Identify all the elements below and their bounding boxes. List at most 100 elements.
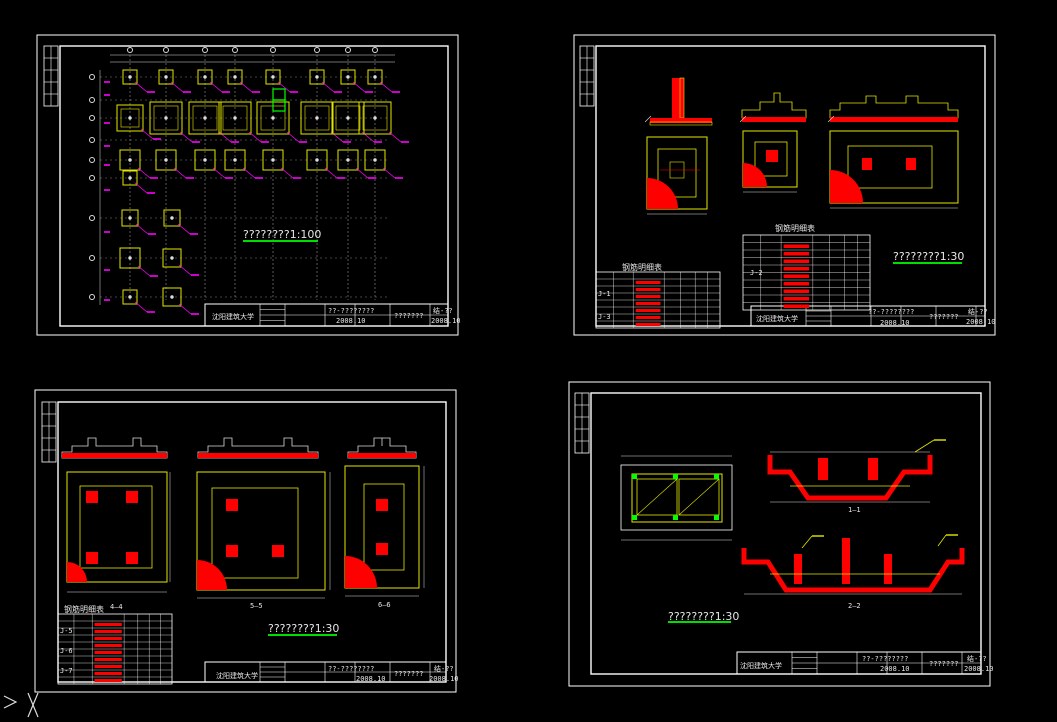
sheet-1-titleblock-field: ???????: [394, 312, 424, 320]
sheet-3-plan-outer: [66, 471, 168, 583]
sheet-4-marker: [673, 515, 678, 520]
sheet-2-rebar-bar: [830, 117, 958, 122]
sheet-3-titleblock-date: 2008.10: [356, 675, 386, 683]
sheet-1-footing: [265, 69, 281, 85]
sheet-1-footing: [119, 149, 141, 171]
sheet-1-leader: [388, 131, 402, 143]
sheet-2-rebar-table-bar-cell: [783, 304, 810, 308]
sheet-1-selected-footing: [272, 88, 286, 101]
sheet-4-scale-label: ????????1:30: [668, 610, 740, 623]
sheet-1-leader: [178, 264, 192, 276]
sheet-4-leader: [801, 535, 813, 549]
sheet-3-section-label: 5—5: [250, 602, 263, 610]
sheet-3-rebar-table-bar: [94, 623, 122, 626]
sheet-3-column-red: [376, 499, 388, 511]
sheet-4-titleblock-sheet-no: 结-??: [967, 655, 987, 663]
sheet-2-titleblock-field: ???????: [929, 313, 959, 321]
sheet-3-column-red: [86, 491, 98, 503]
sheet-3-rebar-table-bar: [94, 630, 122, 633]
sheet-2-table-title-2: 钢筋明细表: [775, 224, 815, 233]
sheet-2-outer-frame: [573, 34, 996, 336]
sheet-3-titleblock-org: 沈阳建筑大学: [216, 672, 258, 680]
sheet-1-column-point: [128, 176, 132, 180]
sheet-1-footing: [121, 209, 139, 227]
sheet-4-outer-frame: [568, 381, 991, 687]
sheet-2-rebar-table-bar-cell: [783, 274, 810, 278]
sheet-4-pit-diag: [678, 478, 720, 516]
sheet-4-inner-frame: [590, 392, 982, 675]
sheet-1-footing: [337, 149, 359, 171]
sheet-1-leader: [177, 223, 191, 235]
sheet-2-rebar-table-bar-cell: [635, 281, 661, 284]
sheet-1-column-point: [164, 158, 168, 162]
sheet-1-column-point: [128, 158, 132, 162]
sheet-1-column-point: [346, 158, 350, 162]
sheet-4-pit-diag: [636, 478, 678, 516]
sheet-1-footing: [224, 149, 246, 171]
sheet-1-axis-bubble: [89, 115, 95, 121]
sheet-1-footing: [306, 149, 328, 171]
sheet-1-leader: [355, 167, 369, 179]
sheet-1-leader: [277, 81, 291, 93]
sheet-1-titleblock-date: 2008.10: [336, 317, 366, 325]
sheet-1-footing: [122, 69, 138, 85]
sheet-2-plan-outer: [829, 130, 959, 204]
sheet-1-footing: [300, 101, 334, 135]
sheet-1-footing: [197, 69, 213, 85]
sheet-1-footing-inner: [335, 105, 361, 131]
sheet-1-axis-bubble: [127, 47, 133, 53]
sheet-1-axis-bubble: [163, 47, 169, 53]
sheet-1-leader: [134, 182, 148, 194]
sheet-3-section: [197, 437, 319, 459]
sheet-4-section-label: 1—1: [848, 506, 861, 514]
sheet-2-rebar-table-bar-cell: [783, 244, 810, 248]
sheet-3-section-label: 6—6: [378, 601, 391, 609]
sheet-3-rebar-fan: [345, 556, 377, 588]
sheet-1-column-point: [346, 116, 350, 120]
sheet-1-leader: [352, 81, 366, 93]
sheet-1-leader: [239, 81, 253, 93]
sheet-1-footing-inner: [222, 105, 248, 131]
sheet-2-rebar-bar: [650, 118, 712, 123]
sheet-3-row-label: J-6: [60, 647, 73, 655]
sheet-3-rebar-table-bar: [94, 651, 122, 654]
sheet-2-titleblock-drawing: ??-????????: [868, 308, 915, 316]
sheet-3-section-rebar: [198, 453, 318, 458]
sheet-1-leader: [324, 167, 338, 179]
sheet-4-section-1-wall: [818, 458, 828, 480]
sheet-4-titleblock-field: ???????: [929, 660, 959, 668]
sheet-4-titleblock-date: 2008.10: [880, 665, 910, 673]
sheet-3-titleblock-field: ???????: [394, 670, 424, 678]
sheet-2-dim-tick: [644, 115, 652, 123]
sheet-1-leader: [286, 131, 300, 143]
sheet-1-footing: [188, 101, 222, 135]
sheet-4-section-1-wall: [868, 458, 878, 480]
sheet-4-leader: [937, 534, 947, 547]
sheet-1-axis-bubble: [89, 97, 95, 103]
sheet-3-column-red: [226, 545, 238, 557]
sheet-2-plan-inner: [754, 141, 788, 177]
sheet-1-leader: [209, 81, 223, 93]
sheet-3-rebar-table-bar: [94, 658, 122, 661]
sheet-4-section-2-wall: [884, 554, 892, 584]
sheet-1-column-point: [315, 158, 319, 162]
sheet-1-footing: [162, 287, 182, 307]
sheet-1-column-point: [128, 75, 132, 79]
sheet-2-rebar-bar: [742, 117, 806, 122]
sheet-1-leader: [135, 223, 149, 235]
sheet-3-plan-inner: [79, 485, 153, 569]
sheet-1-column-point: [373, 158, 377, 162]
sheet-1-axis-bubble: [89, 157, 95, 163]
sheet-2-rebar-table-bar-cell: [783, 297, 810, 301]
sheet-3-rebar-fan: [197, 560, 227, 590]
sheet-4-section-2-rebar: [741, 548, 965, 593]
sheet-3-rebar-fan: [67, 562, 87, 582]
sheet-1-axis-bubble: [345, 47, 351, 53]
sheet-3-section-label: 4—4: [110, 603, 123, 611]
sheet-3-titleblock-version: 2008.10: [429, 675, 459, 683]
sheet-3-titleblock-sheet-no: 结-??: [434, 665, 454, 673]
sheet-1-leader: [242, 167, 256, 179]
sheet-2-rebar-table-bar-cell: [783, 252, 810, 256]
sheet-1-column-point: [128, 256, 132, 260]
